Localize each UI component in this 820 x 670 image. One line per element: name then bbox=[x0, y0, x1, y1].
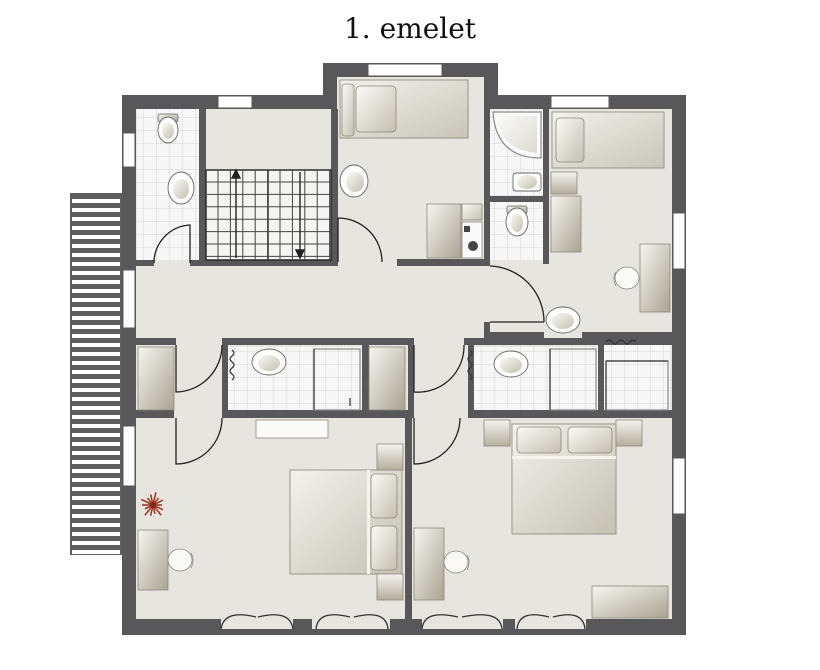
desk-icon bbox=[137, 529, 169, 591]
french-doors bbox=[214, 614, 586, 635]
toilet-icon bbox=[505, 205, 529, 237]
balcony-slat bbox=[72, 541, 120, 545]
desk-icon bbox=[639, 243, 671, 313]
balcony-slat bbox=[72, 388, 120, 392]
toilets bbox=[157, 113, 542, 237]
shower-icon bbox=[313, 348, 361, 411]
sink-icon bbox=[545, 306, 581, 334]
balcony-slat bbox=[72, 478, 120, 482]
plant-icon bbox=[140, 492, 164, 516]
balcony-slat bbox=[72, 217, 120, 221]
shower-icon bbox=[549, 348, 597, 411]
balcony-slat bbox=[72, 523, 120, 527]
balcony-slat bbox=[72, 451, 120, 455]
balcony-slat bbox=[72, 262, 120, 266]
balcony-slat bbox=[72, 199, 120, 203]
window bbox=[122, 269, 136, 329]
sinks bbox=[167, 164, 581, 378]
balcony-slat bbox=[72, 334, 120, 338]
windows bbox=[122, 63, 686, 515]
balcony-slat bbox=[72, 298, 120, 302]
radiator-icon bbox=[605, 339, 637, 345]
sink-icon bbox=[493, 350, 529, 378]
balcony-slat bbox=[72, 307, 120, 311]
single-bed-icon bbox=[551, 111, 665, 169]
window bbox=[122, 425, 136, 487]
shower-icon bbox=[492, 111, 542, 159]
radiators bbox=[229, 339, 637, 381]
balcony-slat bbox=[72, 496, 120, 500]
floor-title: 1. emelet bbox=[343, 12, 477, 45]
furniture bbox=[137, 79, 671, 619]
balcony-slat bbox=[72, 343, 120, 347]
window bbox=[122, 132, 136, 168]
wardrobe-icon bbox=[368, 346, 406, 411]
balcony-slat bbox=[72, 460, 120, 464]
balcony bbox=[70, 193, 122, 555]
balcony-slat bbox=[72, 280, 120, 284]
balcony-slat bbox=[72, 469, 120, 473]
balcony-slat bbox=[72, 361, 120, 365]
balcony-slat bbox=[72, 370, 120, 374]
sink-icon bbox=[339, 164, 369, 198]
sink-icon bbox=[167, 171, 195, 205]
balcony-slat bbox=[72, 415, 120, 419]
door-swings bbox=[153, 217, 545, 465]
balcony-slat bbox=[72, 487, 120, 491]
washer bbox=[461, 221, 483, 259]
balcony-slat bbox=[72, 289, 120, 293]
balcony-slat bbox=[72, 244, 120, 248]
window bbox=[367, 63, 443, 77]
balcony-slat bbox=[72, 550, 120, 554]
balcony-slat bbox=[72, 442, 120, 446]
bathtub-icon bbox=[605, 360, 669, 411]
staircase-icon bbox=[205, 168, 332, 261]
double-bed-icon bbox=[289, 469, 403, 575]
balcony-slat bbox=[72, 253, 120, 257]
toilet-icon bbox=[512, 172, 542, 192]
balcony-slat bbox=[72, 208, 120, 212]
toilet-icon bbox=[157, 113, 179, 144]
balcony-slat bbox=[72, 352, 120, 356]
balcony-slat bbox=[72, 532, 120, 536]
balcony-slat bbox=[72, 325, 120, 329]
desk-icon bbox=[413, 527, 445, 601]
balcony-slat bbox=[72, 424, 120, 428]
balcony-slat bbox=[72, 505, 120, 509]
window bbox=[550, 95, 610, 109]
showers bbox=[313, 111, 669, 411]
chair-icon bbox=[167, 548, 194, 572]
balcony-slat bbox=[72, 514, 120, 518]
window bbox=[217, 95, 253, 109]
chair-icon bbox=[443, 550, 470, 574]
balcony-slat bbox=[72, 406, 120, 410]
single-bed-icon bbox=[339, 79, 469, 139]
balcony-slat bbox=[72, 379, 120, 383]
double-bed-icon bbox=[511, 423, 617, 535]
balcony-slat bbox=[72, 226, 120, 230]
radiator-icon bbox=[467, 349, 473, 381]
balcony-slat bbox=[72, 271, 120, 275]
balcony-slat bbox=[72, 397, 120, 401]
window bbox=[672, 212, 686, 270]
balcony-slat bbox=[72, 316, 120, 320]
chair-icon bbox=[613, 266, 640, 290]
balcony-slat bbox=[72, 235, 120, 239]
sink-icon bbox=[251, 348, 287, 376]
radiator-icon bbox=[229, 349, 235, 381]
wardrobe-icon bbox=[137, 346, 175, 411]
window bbox=[672, 457, 686, 515]
balcony-slat bbox=[72, 433, 120, 437]
